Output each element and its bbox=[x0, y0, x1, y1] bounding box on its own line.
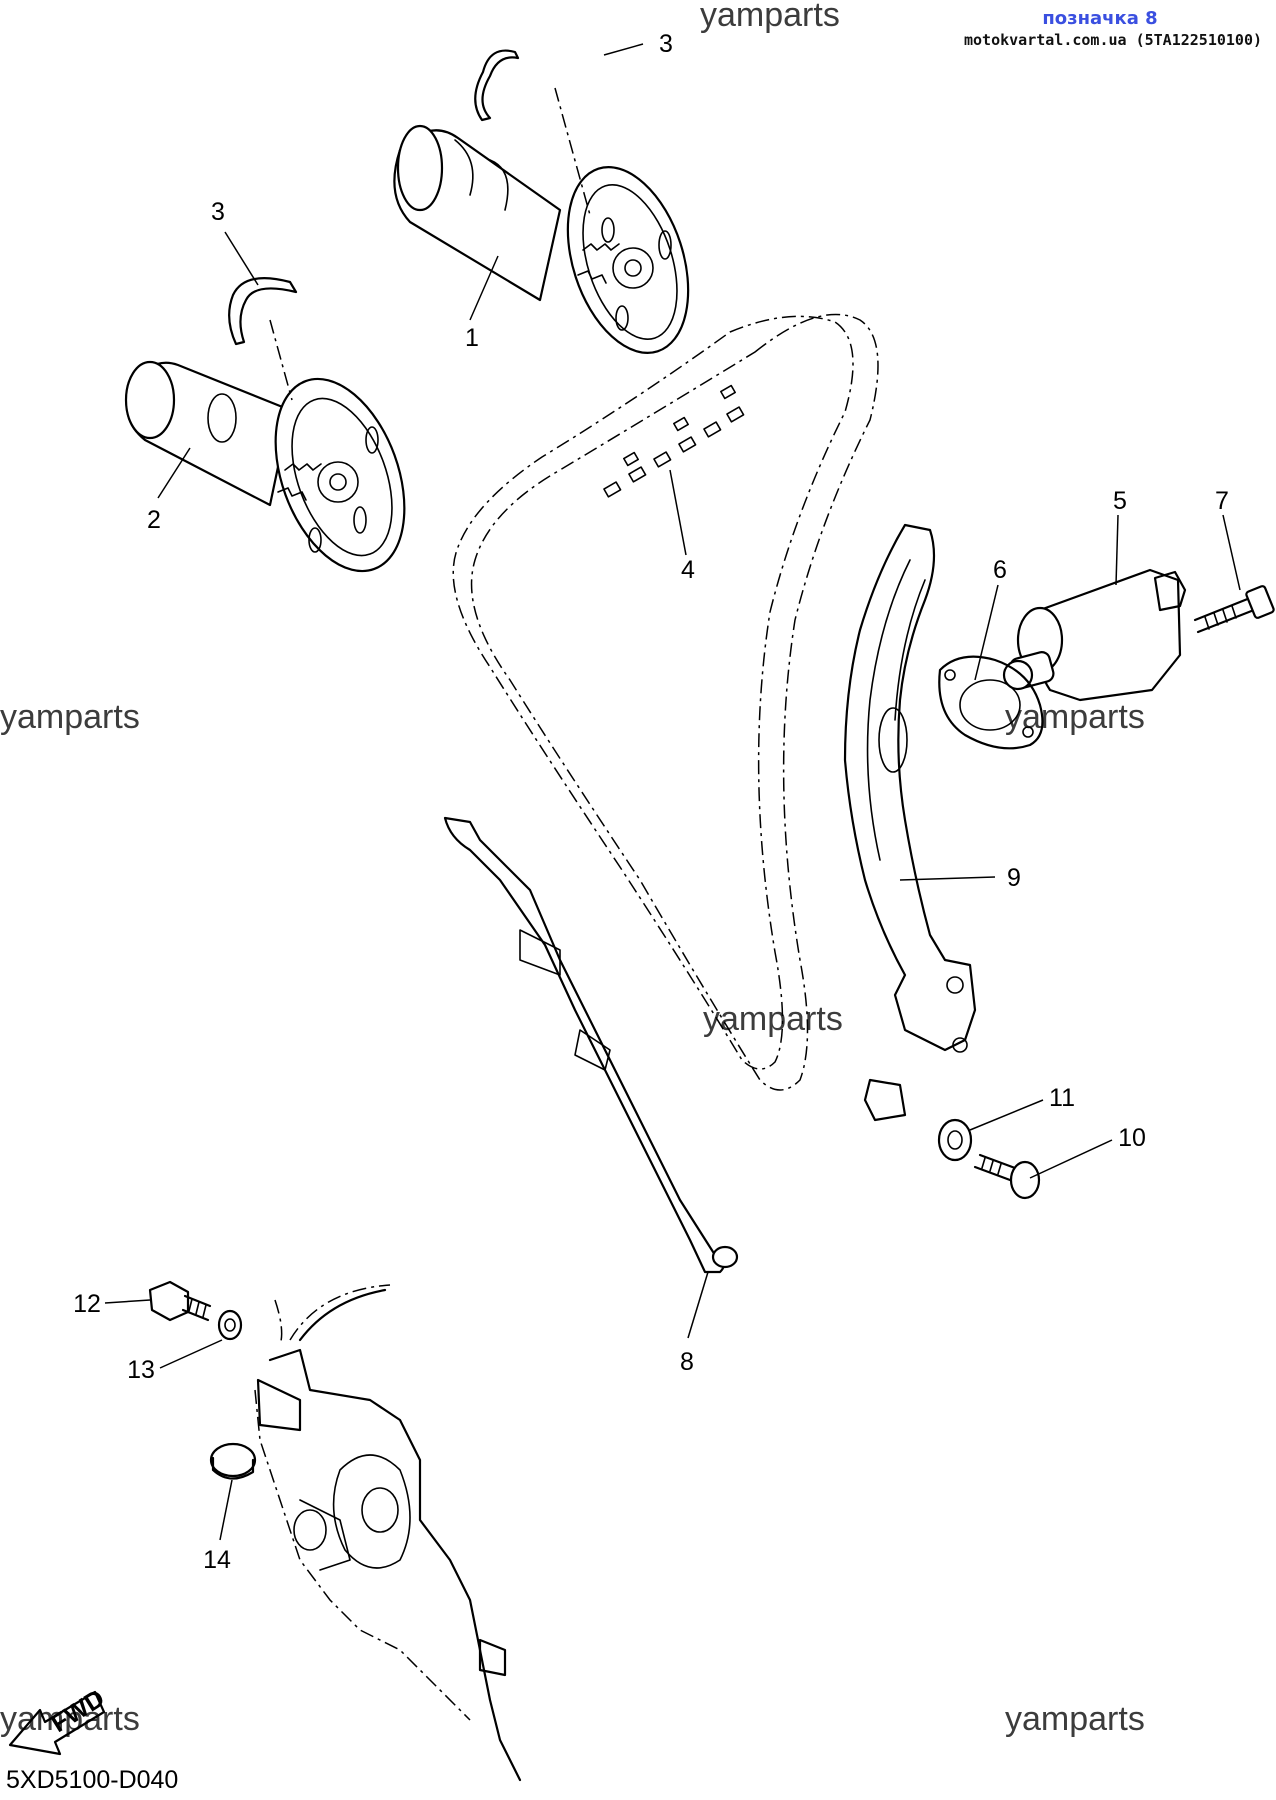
callout-3-left: 3 bbox=[211, 198, 225, 226]
source-label: motokvartal.com.ua (5TA122510100) bbox=[964, 31, 1262, 49]
clip-left bbox=[228, 277, 298, 346]
callout-7: 7 bbox=[1215, 487, 1229, 515]
watermark-right: yamparts bbox=[1005, 698, 1145, 736]
callout-12: 12 bbox=[73, 1290, 101, 1318]
clip-top bbox=[474, 49, 520, 122]
callout-5: 5 bbox=[1113, 487, 1127, 515]
callout-14: 14 bbox=[203, 1546, 231, 1574]
chain-guide bbox=[443, 816, 726, 1274]
tensioner-guide bbox=[843, 523, 977, 1052]
callout-6: 6 bbox=[993, 556, 1007, 584]
timing-chain bbox=[452, 313, 879, 1091]
callout-13: 13 bbox=[127, 1356, 155, 1384]
tensioner-assembly bbox=[1002, 568, 1187, 702]
callout-9: 9 bbox=[1007, 864, 1021, 892]
callout-11: 11 bbox=[1049, 1084, 1075, 1112]
bolt-10 bbox=[973, 1153, 1041, 1200]
washer-11 bbox=[937, 1118, 973, 1162]
plug-14 bbox=[209, 1442, 257, 1480]
gasket bbox=[938, 655, 1044, 750]
callout-8: 8 bbox=[680, 1348, 694, 1376]
diagram-code: 5XD5100-D040 bbox=[6, 1766, 178, 1794]
watermark-top: yamparts bbox=[700, 0, 840, 34]
bolt-12 bbox=[148, 1280, 212, 1322]
callout-4: 4 bbox=[681, 556, 695, 584]
callout-2: 2 bbox=[147, 506, 161, 534]
callout-10: 10 bbox=[1118, 1124, 1146, 1152]
watermark-left: yamparts bbox=[0, 698, 140, 736]
callout-3-top: 3 bbox=[659, 30, 673, 58]
crankcase bbox=[254, 1284, 522, 1782]
callout-1: 1 bbox=[465, 324, 479, 352]
camshaft-intake bbox=[393, 124, 690, 354]
leader-lines bbox=[104, 43, 1241, 1541]
camshaft-exhaust bbox=[124, 360, 406, 573]
watermark-center: yamparts bbox=[703, 1000, 843, 1038]
tensioner-bolt bbox=[1193, 585, 1275, 634]
designation-label: позначка 8 bbox=[1042, 8, 1157, 29]
watermark-bottom-right: yamparts bbox=[1005, 1700, 1145, 1738]
washer-13 bbox=[217, 1309, 243, 1341]
